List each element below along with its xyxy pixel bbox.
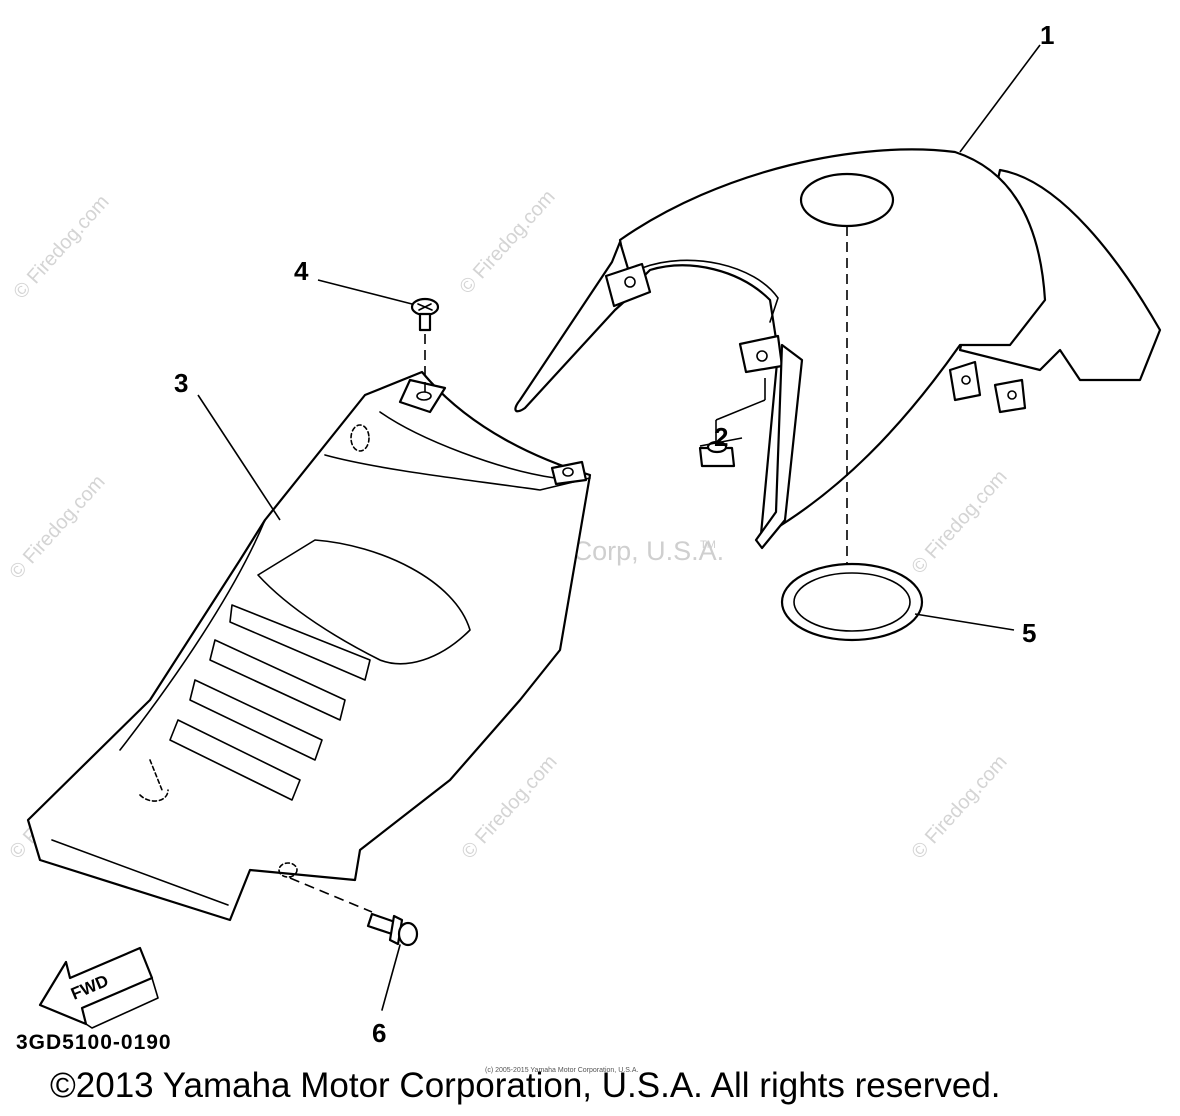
bolt-axis	[289, 877, 373, 913]
seat-top-contour	[379, 411, 556, 479]
bolt-head	[397, 921, 419, 947]
watermark-site: © Firedog.com	[9, 191, 113, 303]
seat-tab-hole	[416, 391, 432, 401]
seat-hole-dashed	[139, 759, 169, 802]
fwd-arrow-shape	[38, 946, 154, 1026]
grommet-leader	[715, 399, 766, 421]
cover-inner-arch	[641, 259, 779, 323]
fwd-arrow-shadow	[85, 977, 159, 1029]
watermark-site: © Firedog.com	[455, 186, 559, 298]
seat-rib	[209, 639, 346, 721]
callout-1: 1	[1040, 20, 1054, 50]
seat-tab-right	[550, 460, 588, 486]
cover-left-leg	[514, 240, 637, 413]
part-4-screw	[410, 297, 440, 392]
leader-5	[914, 613, 1015, 631]
seat-rib	[189, 679, 323, 761]
leader-3	[197, 394, 281, 521]
callout-4: 4	[294, 256, 309, 286]
part-1-upper-cover	[514, 148, 1162, 575]
part-5-ring	[780, 562, 924, 642]
seat-bolt-boss	[278, 862, 298, 878]
seat-rib	[229, 604, 371, 681]
ring-outer	[780, 562, 924, 642]
leader-2	[699, 437, 743, 447]
cover-tab-middle	[738, 334, 784, 374]
seat-side-contour	[119, 519, 266, 751]
watermark-site: © Firedog.com	[5, 471, 109, 583]
watermark-site: © Firedog.com	[907, 466, 1011, 578]
cover-tab-right-2	[993, 378, 1027, 414]
cover-tab-hole	[1007, 390, 1017, 400]
callout-leaders	[197, 44, 1041, 631]
fwd-arrow: FWD	[38, 946, 159, 1029]
screw-cross	[418, 303, 432, 311]
watermark-tm: TM	[700, 539, 716, 551]
cover-dome	[618, 148, 1047, 547]
bolt-leader	[381, 944, 401, 1011]
cover-tab-hole	[624, 276, 636, 288]
cover-flange-right	[754, 343, 804, 550]
cover-tab-left	[604, 262, 652, 308]
seat-front-edge	[51, 839, 229, 906]
cover-tab-right-1	[948, 360, 982, 402]
callout-2: 2	[714, 422, 728, 452]
leader-4	[317, 279, 413, 305]
seat-hole-dashed	[350, 424, 370, 452]
seat-body	[26, 370, 592, 922]
small-copyright: (c) 2005-2015 Yamaha Motor Corporation, …	[485, 1067, 638, 1074]
seat-tab-top	[398, 378, 447, 414]
seat-inner-bowl	[257, 539, 471, 665]
part-3-seat	[26, 370, 592, 922]
part-2-grommet	[698, 378, 766, 468]
cover-tab-hole	[756, 350, 768, 362]
screw-shank	[418, 312, 432, 332]
seat-tab-hole	[562, 467, 574, 477]
copyright-notice: ©2013 Yamaha Motor Corporation, U.S.A. A…	[50, 1066, 1001, 1105]
callout-3: 3	[174, 368, 188, 398]
callout-6: 6	[372, 1018, 386, 1048]
leader-1	[959, 44, 1041, 153]
watermark-site: © Firedog.com	[907, 751, 1011, 863]
seat-top-contour	[324, 454, 591, 491]
callout-5: 5	[1022, 618, 1036, 648]
ring-inner	[793, 572, 911, 632]
part-6-bolt	[289, 877, 419, 1011]
callout-numbers: 1 2 3 4 5 6	[174, 20, 1054, 1048]
diagram-code: 3GD5100-0190	[16, 1031, 172, 1054]
cover-top-hole	[799, 172, 895, 228]
cover-tab-hole	[961, 375, 971, 385]
seat-rib	[169, 719, 301, 801]
watermark-site: © Firedog.com	[457, 751, 561, 863]
